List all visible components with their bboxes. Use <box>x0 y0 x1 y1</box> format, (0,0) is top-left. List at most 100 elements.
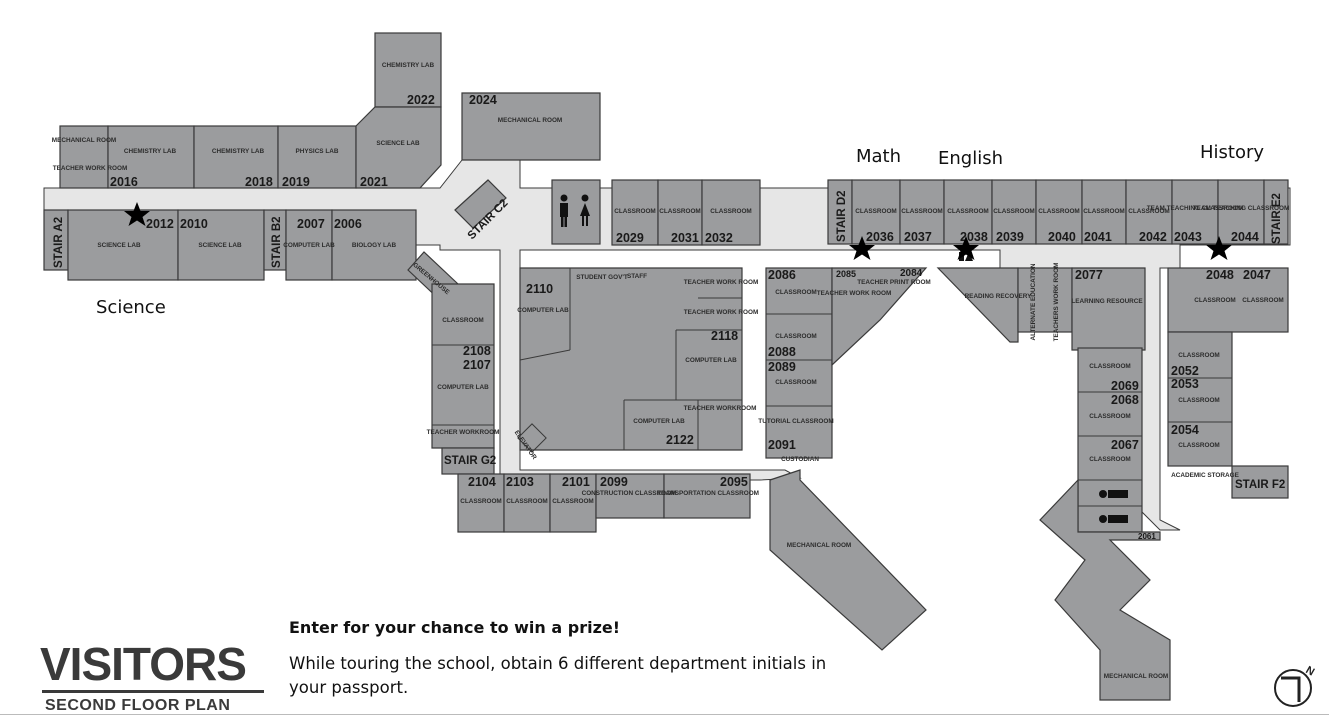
science-label: Science <box>96 297 166 318</box>
room-number: 2041 <box>1084 230 1112 244</box>
room-number: 2022 <box>407 93 435 107</box>
room-number: 2031 <box>671 231 699 245</box>
room-name: TUTORIAL CLASSROOM <box>758 418 833 425</box>
room-number: 2103 <box>506 475 534 489</box>
room-name: CLASSROOM <box>1089 456 1131 463</box>
room-name: CLASSROOM <box>1083 208 1125 215</box>
room-number: 2110 <box>526 282 553 296</box>
room-number: 2029 <box>616 231 644 245</box>
room-number: 2016 <box>110 175 138 189</box>
room-number: 2037 <box>904 230 932 244</box>
room-name: CLASSROOM <box>947 208 989 215</box>
room-name: CLASSROOM <box>1194 297 1236 304</box>
room-number: 2042 <box>1139 230 1167 244</box>
room-number: 2088 <box>768 345 796 359</box>
room-number: 2077 <box>1075 268 1103 282</box>
prize-instructions: While touring the school, obtain 6 diffe… <box>289 654 827 697</box>
room-name: CLASSROOM <box>442 317 484 324</box>
room-name: TEACHER PRINT ROOM <box>857 279 931 286</box>
room-number: 2007 <box>297 217 325 231</box>
english-star-icon <box>953 236 979 260</box>
room-number: 2012 <box>146 217 174 231</box>
room-name: BIOLOGY LAB <box>352 242 397 249</box>
stair-f2-label: STAIR F2 <box>1235 479 1285 491</box>
room-number: 2101 <box>562 475 590 489</box>
north-arrow-icon: N <box>1274 664 1317 707</box>
room-name: CLASSROOM <box>775 289 817 296</box>
room-name: TEACHER WORKROOM <box>684 405 757 412</box>
room-name: COMPUTER LAB <box>633 418 685 425</box>
room-name: MECHANICAL ROOM <box>498 117 563 124</box>
room-name: CLASSROOM <box>1038 208 1080 215</box>
room-number: 2039 <box>996 230 1024 244</box>
east-row-rooms <box>827 179 1289 245</box>
west-wing-rooms <box>43 32 507 303</box>
restroom-men-icon <box>560 194 568 227</box>
restroom-women-icon <box>580 194 590 226</box>
east-wing-block <box>1039 267 1289 701</box>
room-name: MECHANICAL ROOM <box>787 542 852 549</box>
interior-block <box>517 267 743 453</box>
room-name: COMPUTER LAB <box>685 357 737 364</box>
room-number: 2069 <box>1111 379 1139 393</box>
southwest-block <box>431 283 495 475</box>
room-name: CLASSROOM <box>460 498 502 505</box>
room-name: CLASSROOM <box>552 498 594 505</box>
room-number: 2107 <box>463 358 491 372</box>
room-number: 2019 <box>282 175 310 189</box>
room-name: MECHANICAL ROOM <box>52 137 117 144</box>
room-name: COMPUTER LAB <box>437 384 489 391</box>
restroom-women-icon <box>1099 515 1128 523</box>
room-names: CHEMISTRY LAB MECHANICAL ROOM CHEMISTRY … <box>52 62 1290 680</box>
room-name: TEACHER WORK ROOM <box>684 309 759 316</box>
room-name: CLASSROOM <box>1089 413 1131 420</box>
department-stars <box>124 202 1232 260</box>
middle-east-cluster <box>765 267 1146 459</box>
visitors-heading: VISITORS <box>40 638 247 690</box>
room-name: STUDENT GOV'T <box>576 274 628 281</box>
bottom-divider <box>0 714 1329 715</box>
room-name: ACADEMIC STORAGE <box>1171 472 1239 479</box>
room-name: CUSTODIAN <box>781 456 819 463</box>
room-name: TEACHER WORKROOM <box>427 429 500 436</box>
room-number: 2091 <box>768 438 796 452</box>
south-classrooms <box>457 469 927 651</box>
room-name: CLASSROOM <box>1178 442 1220 449</box>
history-label: History <box>1200 142 1265 163</box>
math-label: Math <box>856 146 902 167</box>
floor-plan-subtitle: SECOND FLOOR PLAN <box>45 697 231 714</box>
room-number: 2053 <box>1171 377 1199 391</box>
room-number: 2018 <box>245 175 273 189</box>
stair-g2-label: STAIR G2 <box>444 455 496 467</box>
heading-rule <box>42 690 264 693</box>
science-star-icon <box>124 202 150 226</box>
math-star-icon <box>849 236 875 260</box>
room-name: TEAM TEACHING CLASSROOM <box>1193 205 1290 212</box>
room-number: 2024 <box>469 93 497 107</box>
room-name: PHYSICS LAB <box>296 148 339 155</box>
room-number: 2099 <box>600 475 628 489</box>
room-name: ALTERNATE EDUCATION <box>1030 263 1037 340</box>
room-number: 2095 <box>720 475 748 489</box>
room-name: CLASSROOM <box>1178 352 1220 359</box>
room-name: CLASSROOM <box>1178 397 1220 404</box>
room-number: 2047 <box>1243 268 1271 282</box>
room-name: CLASSROOM <box>1089 363 1131 370</box>
room-number: 2054 <box>1171 423 1199 437</box>
room-name: TEACHER WORK ROOM <box>817 290 892 297</box>
room-number: 2043 <box>1174 230 1202 244</box>
stair-d2-label: STAIR D2 <box>836 190 848 242</box>
north-label: N <box>1304 664 1317 678</box>
room-name: TEACHER WORK ROOM <box>53 165 128 172</box>
room-name: TRANSPORTATION CLASSROOM <box>657 490 759 497</box>
room-number: 2068 <box>1111 393 1139 407</box>
room-name: TEAM TEACHING CLASSROOM <box>1147 205 1244 212</box>
room-number: 2118 <box>711 329 738 343</box>
restroom-men-icon <box>1099 490 1128 498</box>
room-name: CLASSROOM <box>775 379 817 386</box>
room-name: MECHANICAL ROOM <box>1104 673 1169 680</box>
room-number: 2052 <box>1171 364 1199 378</box>
room-name: CHEMISTRY LAB <box>124 148 177 155</box>
stair-a2-label: STAIR A2 <box>53 217 65 268</box>
